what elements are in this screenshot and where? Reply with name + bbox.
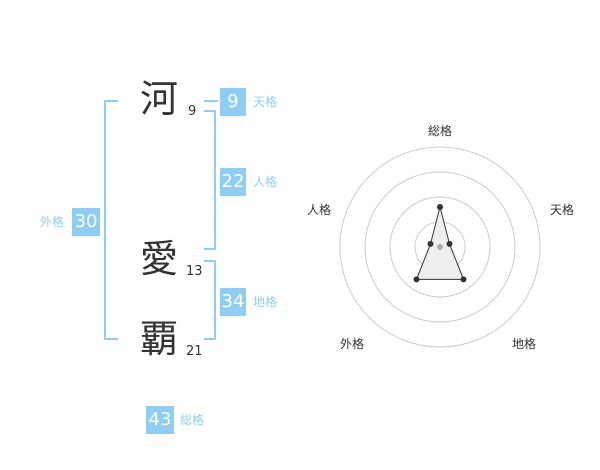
char-2: 愛 bbox=[139, 237, 178, 281]
gaikaku-value: 30 bbox=[72, 208, 100, 236]
char-3: 覇 bbox=[139, 317, 178, 361]
jinkaku-value: 22 bbox=[220, 168, 246, 196]
radar-label-gaikaku: 外格 bbox=[340, 337, 365, 351]
radar-point-soukaku bbox=[437, 204, 443, 210]
radar-ring-3 bbox=[364, 171, 516, 323]
radar-label-tenkaku: 天格 bbox=[550, 203, 575, 217]
char-1-strokes: 9 bbox=[188, 104, 197, 119]
radar-point-jinkaku bbox=[427, 240, 434, 247]
radar-point-chikaku bbox=[460, 276, 467, 283]
tenkaku-label: 天格 bbox=[253, 95, 278, 109]
radar-polygon bbox=[415, 206, 465, 280]
radar-points bbox=[413, 204, 467, 283]
tenkaku-bracket bbox=[204, 100, 218, 102]
char-1: 河 bbox=[139, 77, 178, 121]
tenkaku-value: 9 bbox=[220, 88, 246, 116]
radar-label-soukaku: 総格 bbox=[428, 124, 453, 138]
radar-center-dot bbox=[437, 244, 443, 250]
radar-ring-4 bbox=[339, 146, 541, 348]
gaikaku-bracket bbox=[104, 100, 118, 340]
soukaku-value: 43 bbox=[146, 406, 174, 434]
radar-point-gaikaku bbox=[413, 276, 420, 283]
radar-ring-2 bbox=[389, 196, 491, 298]
char-3-strokes: 21 bbox=[186, 344, 203, 359]
chikaku-bracket bbox=[204, 260, 216, 340]
jinkaku-label: 人格 bbox=[253, 175, 278, 189]
soukaku-label: 総格 bbox=[180, 413, 205, 427]
jinkaku-bracket bbox=[204, 110, 216, 250]
radar-label-jinkaku: 人格 bbox=[307, 203, 332, 217]
fortune-radar-chart bbox=[339, 146, 541, 348]
char-2-strokes: 13 bbox=[186, 264, 203, 279]
radar-label-chikaku: 地格 bbox=[512, 337, 537, 351]
radar-point-tenkaku bbox=[446, 240, 453, 247]
gaikaku-label: 外格 bbox=[40, 215, 65, 229]
chikaku-label: 地格 bbox=[253, 295, 278, 309]
chikaku-value: 34 bbox=[220, 288, 246, 316]
